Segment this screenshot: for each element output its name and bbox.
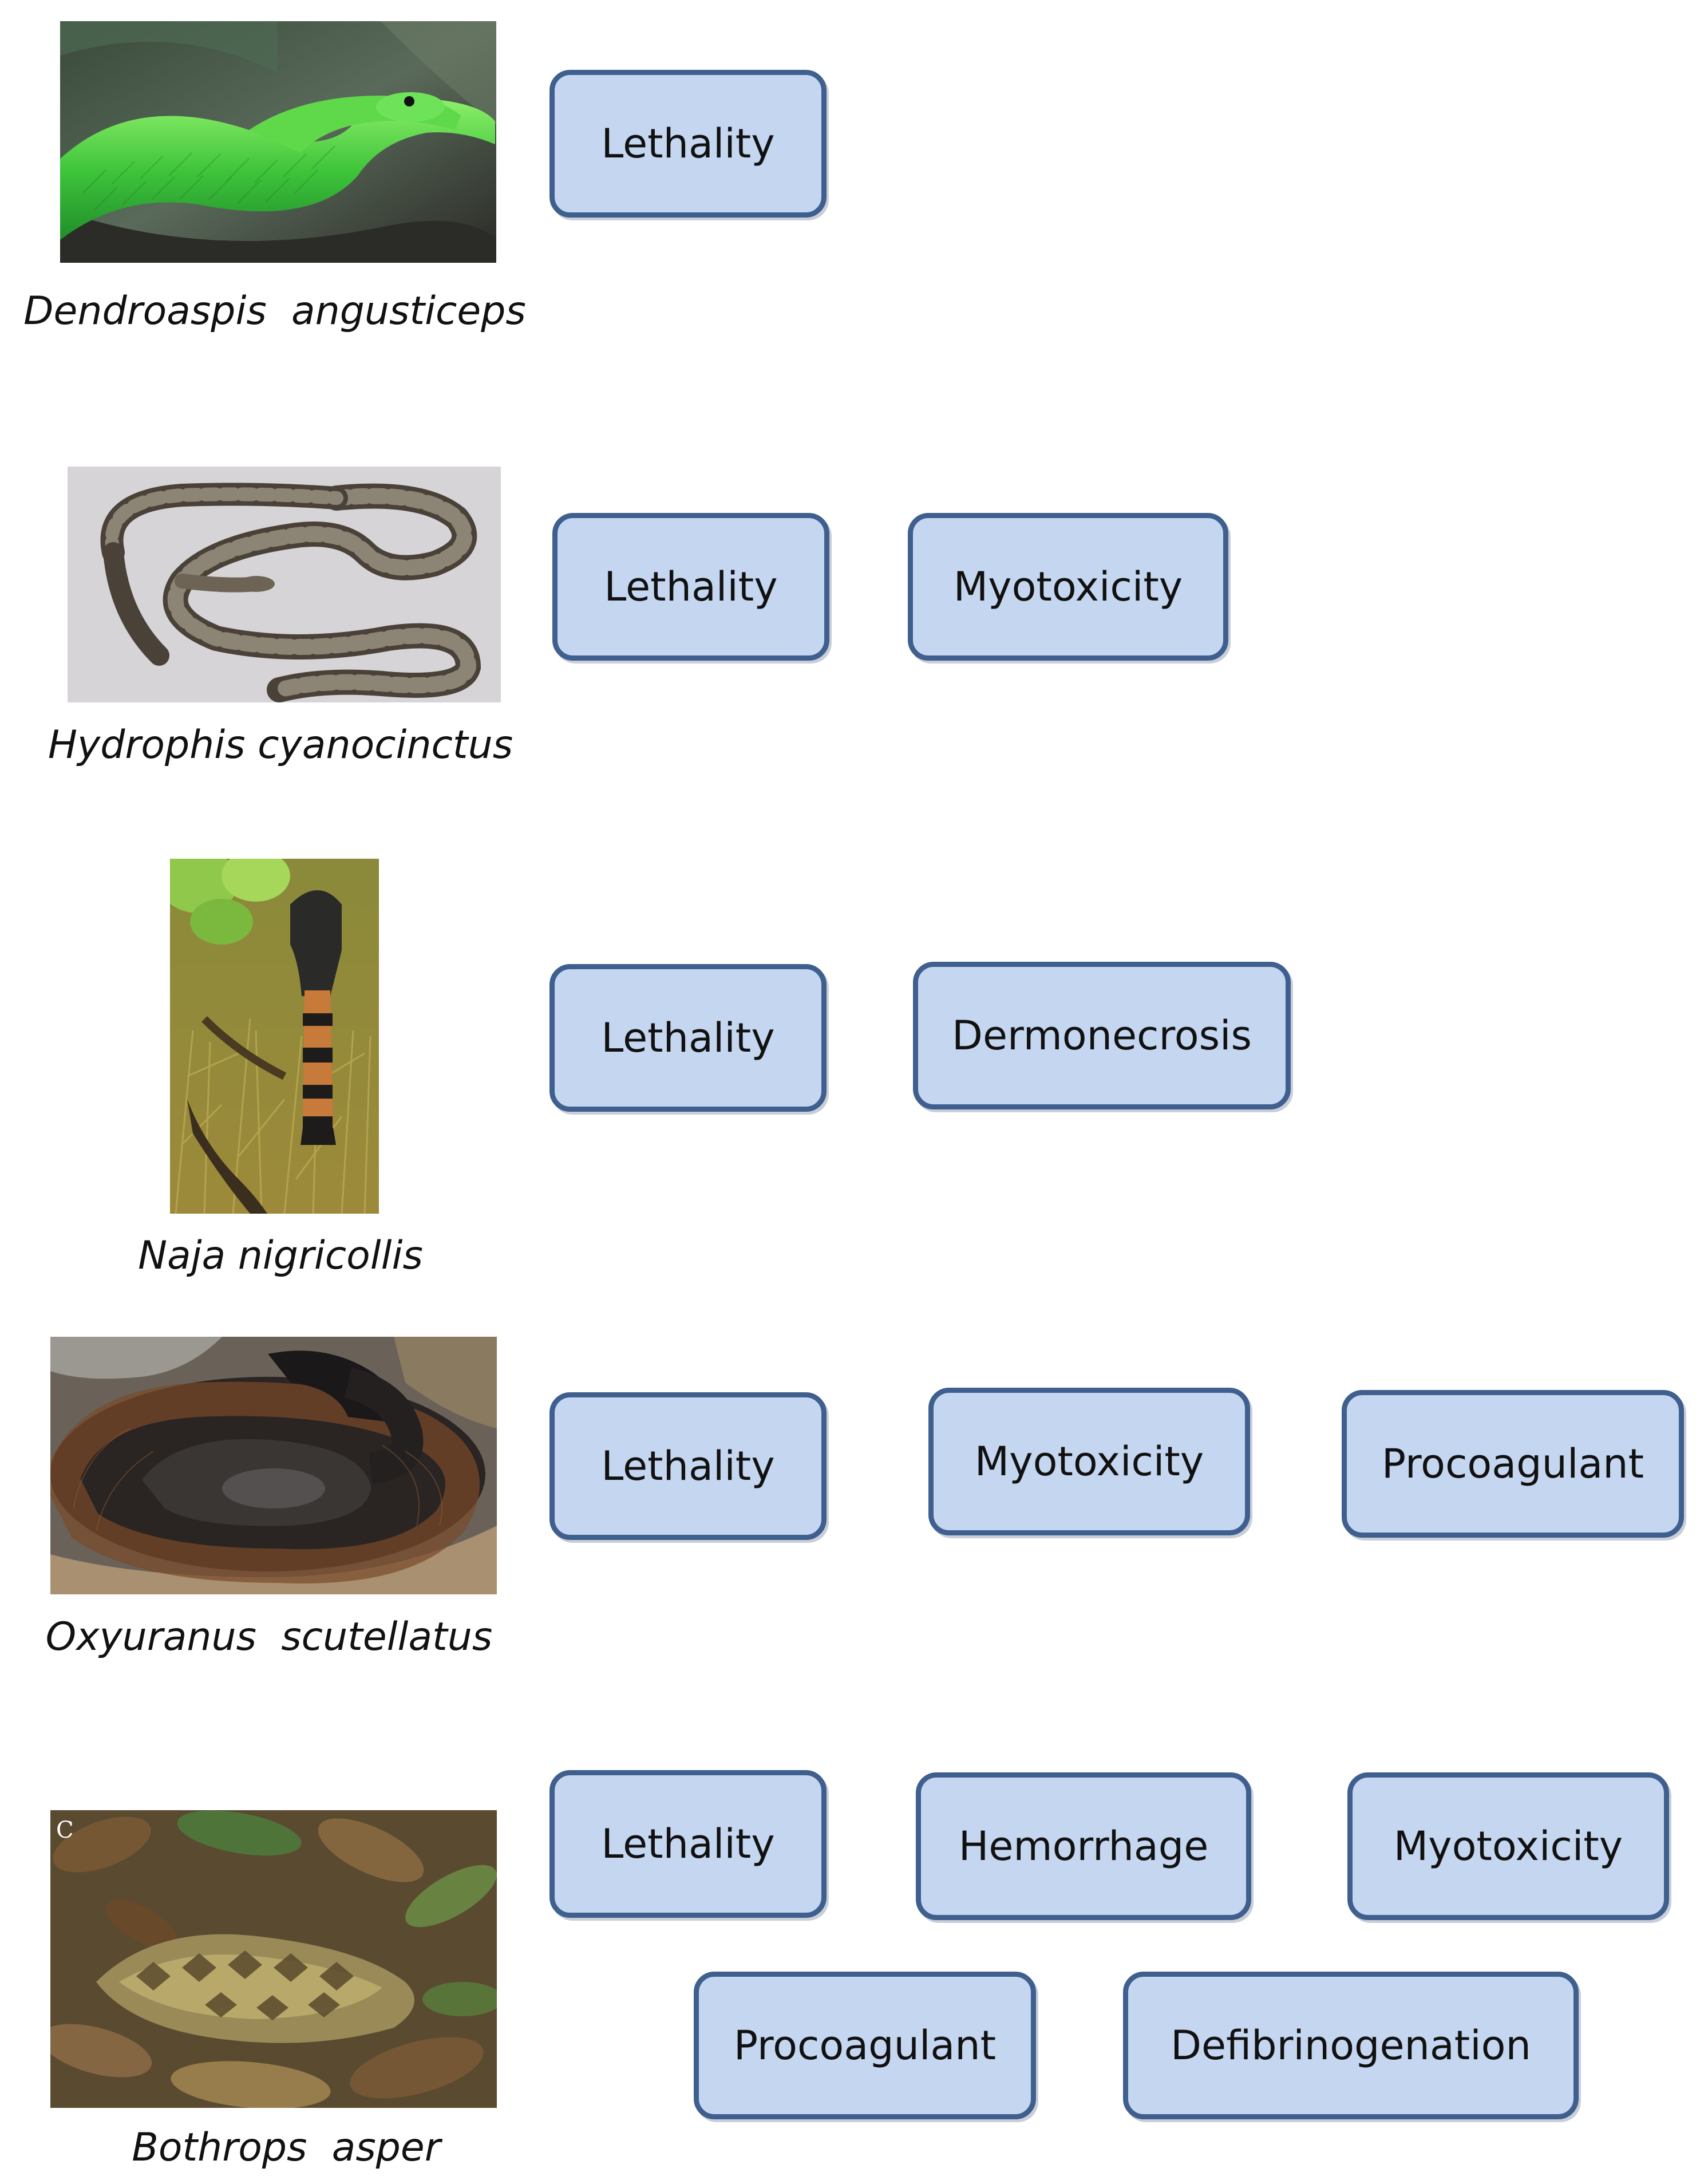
green-mamba-photo bbox=[60, 21, 496, 263]
effect-box-lethality: Lethality bbox=[552, 513, 829, 661]
effect-box-lethality: Lethality bbox=[549, 964, 827, 1112]
effect-box-lethality: Lethality bbox=[549, 70, 827, 218]
effect-box-lethality: Lethality bbox=[549, 1392, 827, 1540]
effect-box-myotoxicity: Myotoxicity bbox=[928, 1388, 1250, 1535]
photo-corner-letter: C bbox=[56, 1817, 74, 1843]
fer-de-lance-photo: C bbox=[50, 1810, 497, 2108]
species-label: Oxyuranus scutellatus bbox=[45, 1614, 493, 1660]
species-label: Naja nigricollis bbox=[138, 1233, 423, 1278]
taipan-photo bbox=[50, 1337, 497, 1594]
spitting-cobra-photo bbox=[170, 859, 379, 1214]
effect-box-lethality: Lethality bbox=[549, 1770, 827, 1918]
effect-box-procoagulant: Procoagulant bbox=[1342, 1390, 1684, 1538]
species-label: Hydrophis cyanocinctus bbox=[48, 722, 513, 768]
species-label: Bothrops asper bbox=[132, 2125, 441, 2170]
effect-box-defibrinogenation: Defibrinogenation bbox=[1123, 1972, 1579, 2119]
sea-snake-photo bbox=[68, 467, 501, 702]
species-label: Dendroaspis angusticeps bbox=[23, 289, 526, 334]
effect-box-myotoxicity: Myotoxicity bbox=[1347, 1772, 1669, 1920]
effect-box-procoagulant: Procoagulant bbox=[694, 1972, 1036, 2119]
effect-box-dermonecrosis: Dermonecrosis bbox=[913, 962, 1291, 1109]
effect-box-hemorrhage: Hemorrhage bbox=[916, 1772, 1251, 1920]
effect-box-myotoxicity: Myotoxicity bbox=[908, 513, 1228, 661]
